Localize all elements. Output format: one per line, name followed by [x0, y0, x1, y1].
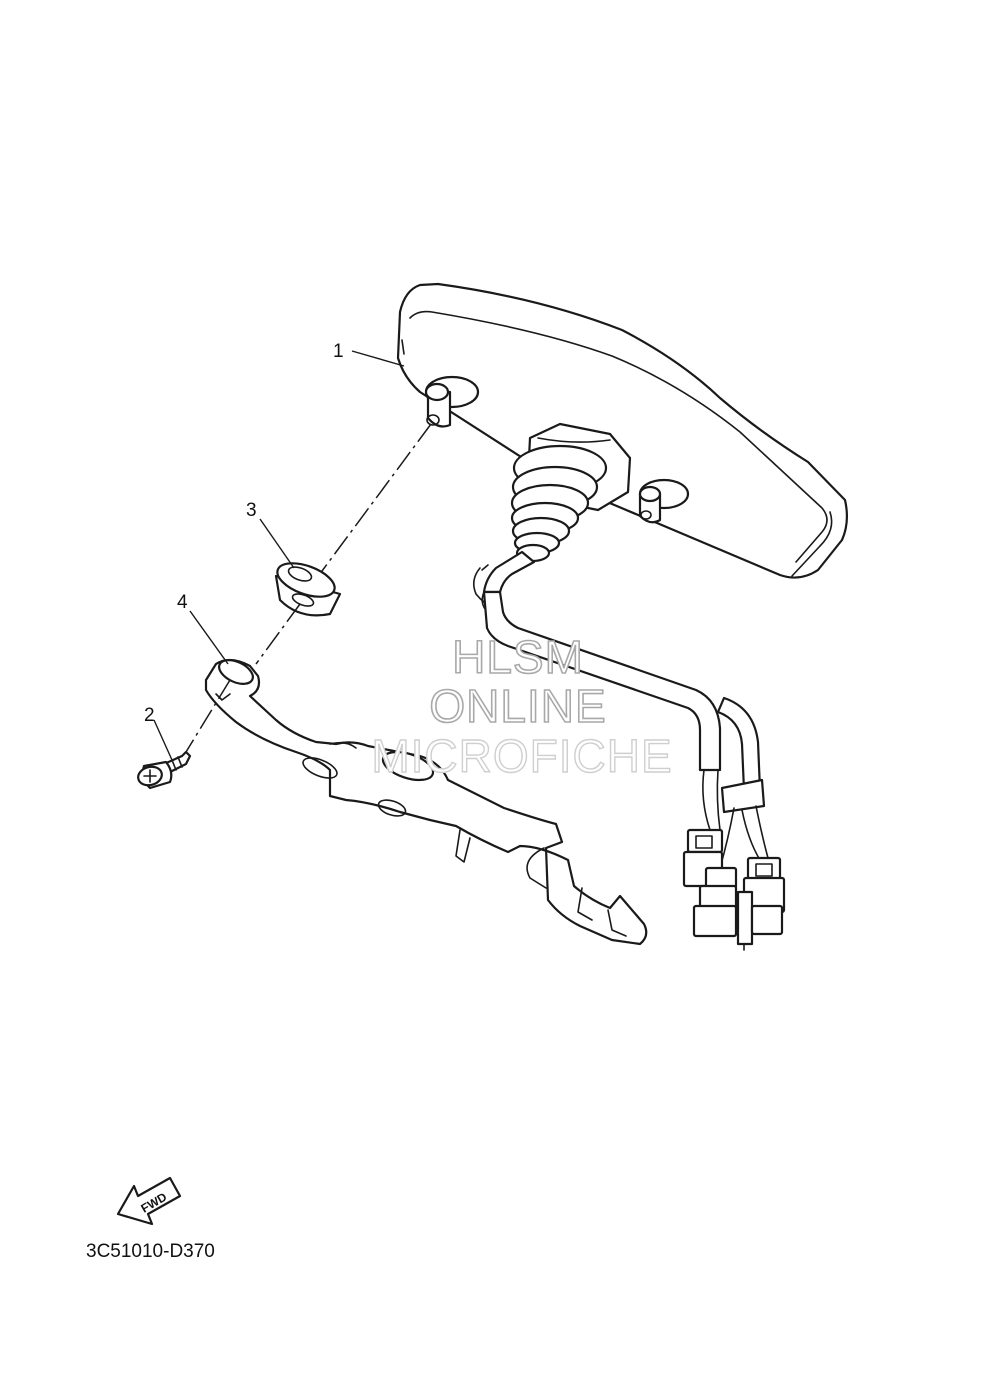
meter-stud-left [424, 375, 480, 428]
callout-2[interactable]: 2 [144, 705, 155, 726]
leader-lines [153, 350, 405, 761]
diagram-code: 3C51010-D370 [86, 1241, 215, 1262]
meter-connector-plugs [682, 828, 786, 951]
grommet[interactable] [273, 557, 342, 617]
screw[interactable] [136, 750, 192, 790]
assembly-centerlines [185, 423, 432, 753]
meter-connector-neck [510, 422, 632, 563]
meter-bracket[interactable] [204, 655, 648, 946]
watermark: HLSM ONLINE MICROFICHE [371, 630, 673, 783]
callout-1[interactable]: 1 [333, 341, 344, 362]
watermark-line-3: MICROFICHE [371, 730, 672, 782]
meter-wire-harness [472, 550, 769, 869]
fwd-arrow-icon: FWD [116, 1176, 182, 1226]
callout-3[interactable]: 3 [246, 500, 257, 521]
watermark-line-1: HLSM [452, 631, 584, 683]
meter-assembly[interactable] [396, 282, 849, 951]
meter-stud-right [638, 478, 690, 524]
watermark-line-2: ONLINE [429, 680, 606, 732]
callout-4[interactable]: 4 [177, 592, 188, 613]
